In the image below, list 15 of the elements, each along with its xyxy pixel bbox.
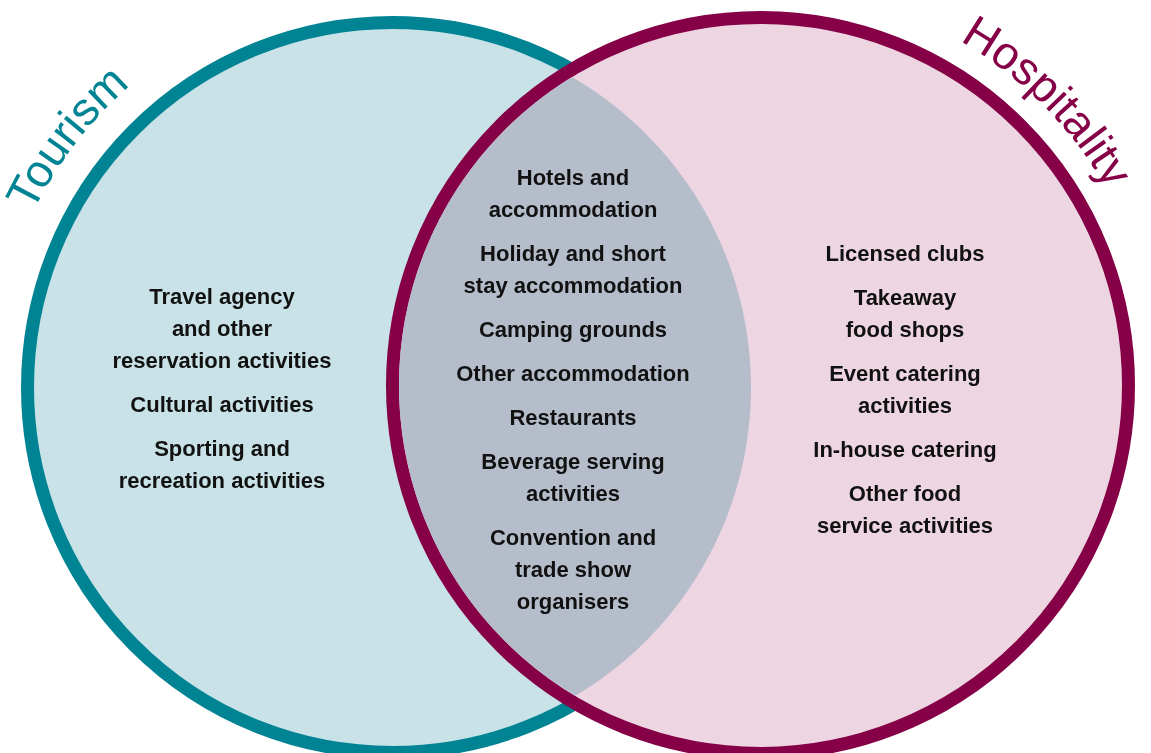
activity-label: Takeaway food shops (845, 284, 965, 344)
activity-label: Cultural activities (130, 391, 314, 419)
activity-label: Travel agency and other reservation activities (112, 283, 332, 375)
activity-label: In-house catering (813, 436, 997, 464)
activity-label: Sporting and recreation activities (118, 435, 326, 495)
activity-label: Other accommodation (456, 360, 690, 388)
activity-label: Hotels and accommodation (488, 164, 658, 224)
activity-label: Camping grounds (478, 316, 668, 344)
activity-label: Other food service activities (816, 480, 994, 540)
activity-label: Convention and trade show organisers (489, 524, 657, 616)
activity-label: Restaurants (509, 404, 637, 432)
activity-label: Beverage serving activities (481, 448, 665, 508)
activity-label: Event catering activities (829, 360, 981, 420)
activity-label: Holiday and short stay accommodation (463, 240, 683, 300)
activity-label: Licensed clubs (825, 240, 985, 268)
